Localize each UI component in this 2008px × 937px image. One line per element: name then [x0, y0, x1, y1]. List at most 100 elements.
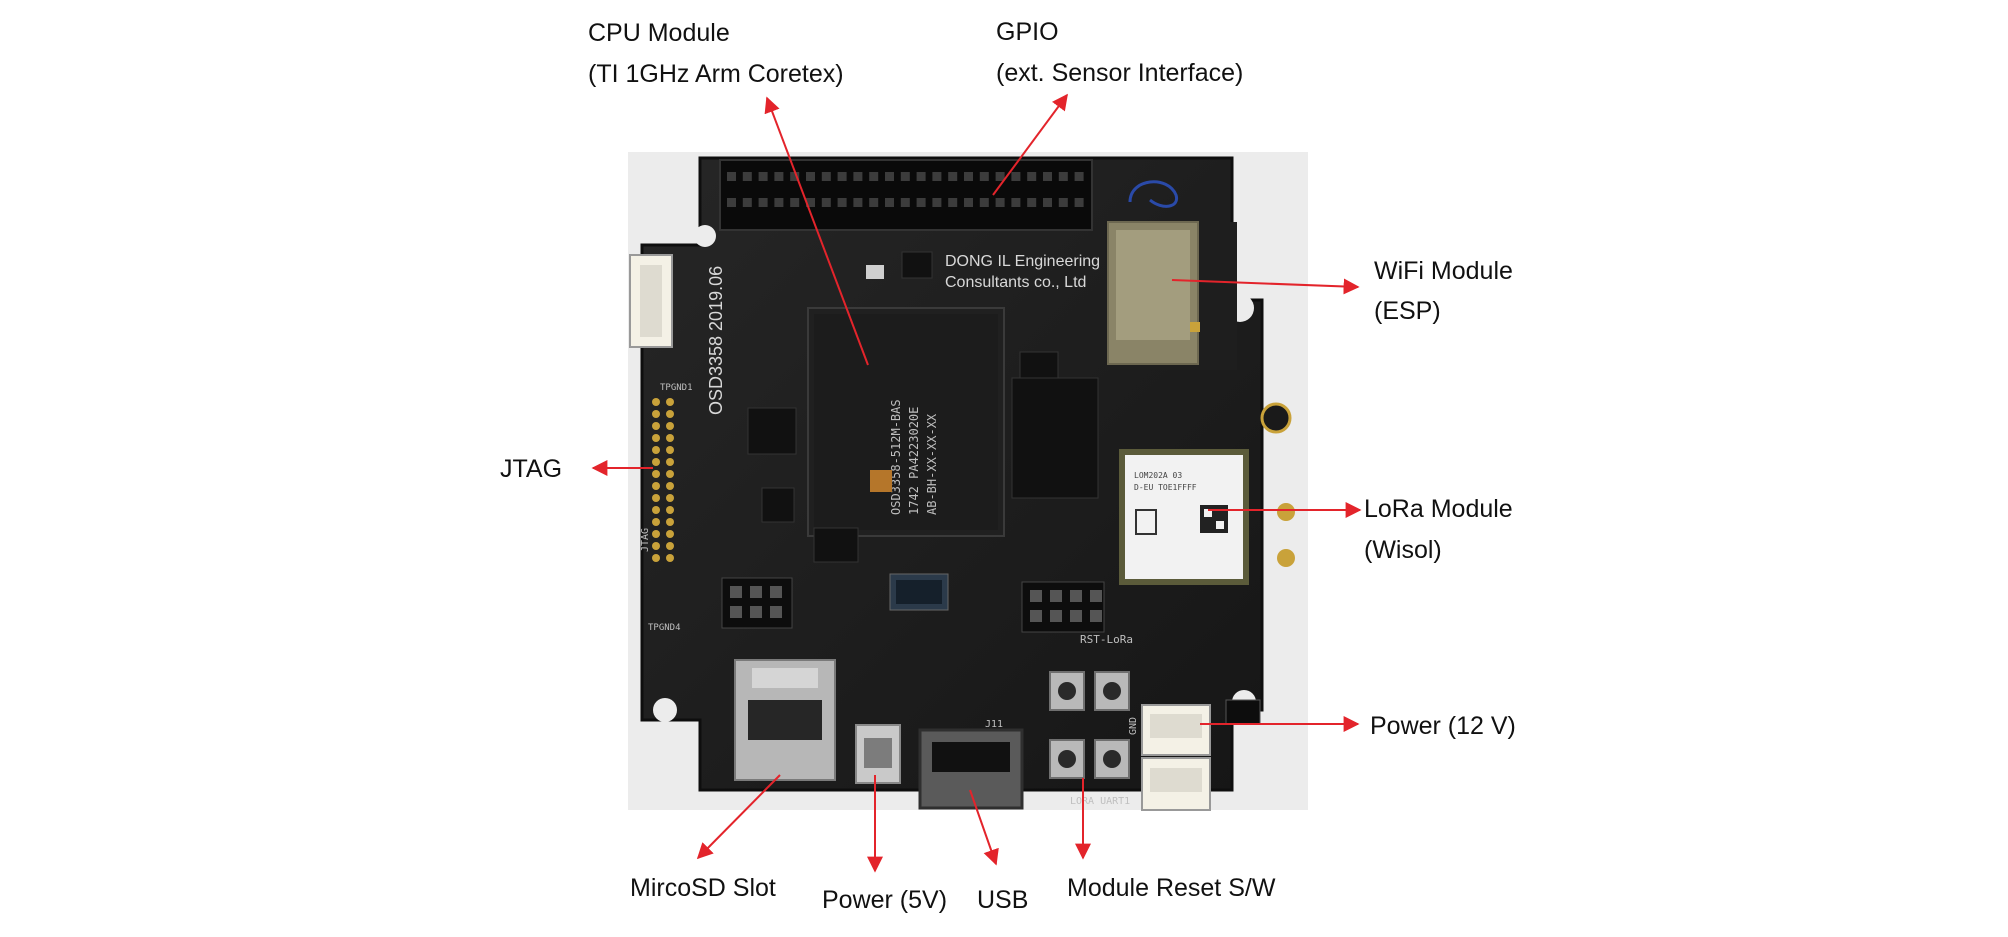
jtag-pin: [652, 398, 660, 406]
wifi-label-line-2: (ESP): [1374, 297, 1441, 325]
power-12v-connector: GND: [1128, 704, 1211, 811]
jtag-pin: [666, 494, 674, 502]
gpio-pin: [932, 172, 942, 181]
jtag-pin: [652, 530, 660, 538]
gpio-pin: [916, 198, 926, 207]
reset-label: Module Reset S/W: [1067, 874, 1276, 902]
rf-connectors: [1260, 402, 1295, 567]
gpio-pin: [1074, 198, 1084, 207]
lora-module: LOM202A 03 D-EU TOE1FFFF: [1119, 449, 1249, 585]
octavo-logo: [870, 470, 892, 492]
lora-label-line-1: LoRa Module: [1364, 495, 1513, 523]
jtag-pin: [666, 410, 674, 418]
gpio-pin: [742, 198, 752, 207]
gpio-header: [719, 159, 1093, 231]
gpio-pin: [995, 198, 1005, 207]
gpio-label-line-1: GPIO: [996, 18, 1059, 46]
gpio-pin: [837, 198, 847, 207]
jtag-pin: [666, 398, 674, 406]
jtag-label: JTAG: [500, 455, 562, 483]
header-hole: [1050, 590, 1062, 602]
gpio-pin: [758, 172, 768, 181]
jtag-pin: [652, 506, 660, 514]
jtag-pin: [666, 422, 674, 430]
gpio-pin: [1011, 172, 1021, 181]
header-hole: [730, 606, 742, 618]
reset-switch[interactable]: [1049, 739, 1085, 779]
wifi-antenna-connector: [1190, 322, 1200, 332]
mounting-hole: [653, 698, 677, 722]
usb-label: USB: [977, 886, 1028, 914]
header-hole: [770, 606, 782, 618]
jtag-pin: [652, 470, 660, 478]
jtag-pin: [666, 434, 674, 442]
gpio-pin: [1027, 172, 1037, 181]
silk-j11: J11: [985, 719, 1003, 730]
gpio-pin: [869, 198, 879, 207]
reset-switch[interactable]: [1094, 671, 1130, 711]
gpio-pin: [806, 198, 815, 207]
gpio-pin: [806, 172, 815, 181]
jtag-pin: [652, 518, 660, 526]
gpio-pin: [948, 172, 958, 181]
gpio-pin: [995, 172, 1005, 181]
gpio-pin: [853, 172, 863, 181]
gpio-pin: [964, 198, 973, 207]
gpio-pin: [1043, 198, 1052, 207]
gpio-pin: [1043, 172, 1052, 181]
jtag-pin-header: [652, 398, 674, 562]
gpio-pin: [948, 198, 958, 207]
gpio-pin: [727, 172, 736, 181]
jtag-pin: [652, 542, 660, 550]
gpio-pin: [821, 172, 831, 181]
silk-rst-lora: RST-LoRa: [1080, 633, 1133, 646]
reset-switch[interactable]: [1094, 739, 1130, 779]
jtag-pin: [652, 446, 660, 454]
microsd-arrow: [696, 774, 781, 860]
annotation-labels: CPU Module (TI 1GHz Arm Coretex) GPIO (e…: [500, 18, 1516, 914]
silk-lora-uart1: LORA UART1: [1070, 796, 1130, 807]
silkscreen-company-line-1: DONG IL Engineering: [945, 253, 1100, 270]
wifi-module: [1105, 180, 1237, 370]
gpio-pin: [885, 198, 894, 207]
gpio-pin: [837, 172, 847, 181]
reset-switch[interactable]: [1049, 671, 1085, 711]
cpu-chip-line-3: AB-BH-XX-XX-XX: [925, 413, 939, 515]
gpio-pin: [1074, 172, 1084, 181]
power12-label: Power (12 V): [1370, 712, 1516, 740]
silkscreen-model: OSD3358 2019.06: [706, 266, 726, 415]
gpio-pin: [790, 198, 800, 207]
header-hole: [770, 586, 782, 598]
silk-gnd: GND: [1128, 717, 1139, 735]
gpio-pin: [774, 198, 784, 207]
gpio-pin: [758, 198, 768, 207]
cpu-module-chip: OSD3358-512M-BAS 1742 PA4223020E AB-BH-X…: [807, 307, 1005, 537]
pin-header-j13: [1021, 581, 1105, 633]
jtag-pin: [666, 446, 674, 454]
header-hole: [1070, 590, 1082, 602]
cpu-chip-line-2: 1742 PA4223020E: [907, 407, 921, 515]
gpio-pin: [964, 172, 973, 181]
silk-tpgnd1: TPGND1: [660, 383, 693, 393]
jtag-pin: [666, 470, 674, 478]
jtag-pin: [652, 434, 660, 442]
gpio-pin: [1058, 172, 1068, 181]
jtag-side-connector: [629, 254, 673, 348]
microsd-label: MircoSD Slot: [630, 874, 776, 902]
gpio-pin: [869, 172, 879, 181]
gpio-pin: [1058, 198, 1068, 207]
gpio-pin: [1027, 198, 1037, 207]
gpio-pin: [821, 198, 831, 207]
jtag-pin: [652, 554, 660, 562]
gpio-pin: [727, 198, 736, 207]
wifi-antenna-wire: [1128, 180, 1179, 208]
gpio-label-line-2: (ext. Sensor Interface): [996, 59, 1243, 87]
jtag-pin: [652, 482, 660, 490]
gpio-pin: [979, 172, 989, 181]
gpio-pin: [853, 198, 863, 207]
silk-jtag: JTAG: [640, 528, 651, 552]
lora-label-line-2: (Wisol): [1364, 536, 1442, 564]
silk-tpgnd4: TPGND4: [648, 623, 681, 633]
jtag-pin: [666, 458, 674, 466]
